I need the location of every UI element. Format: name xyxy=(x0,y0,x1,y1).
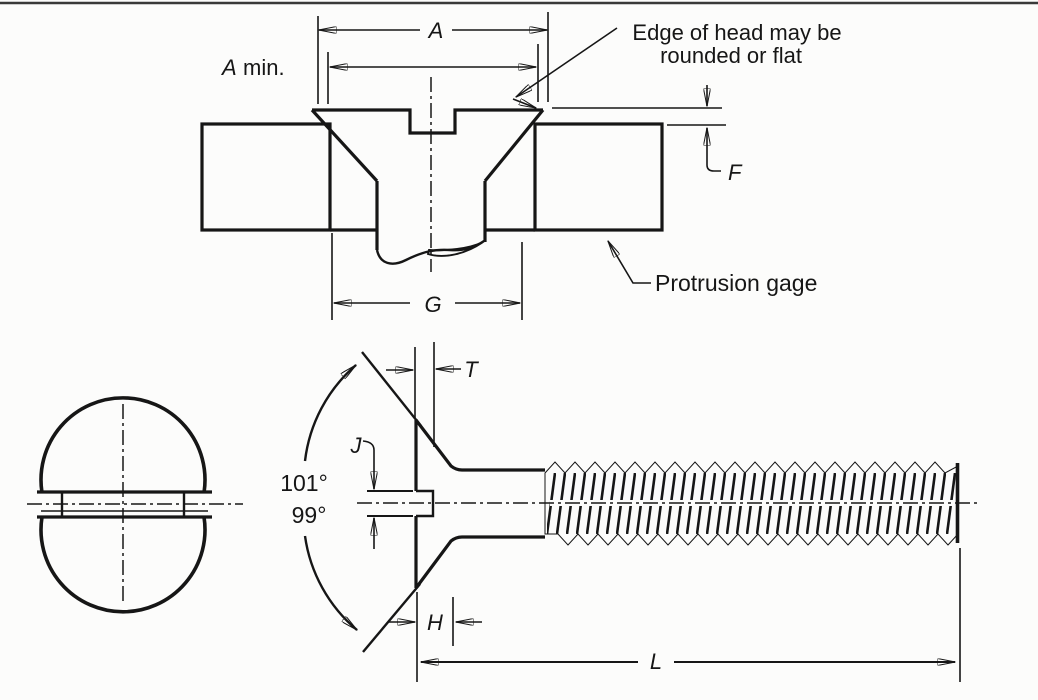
dim-F: F xyxy=(552,85,743,185)
head-cone-left xyxy=(310,108,379,183)
dim-F-label: F xyxy=(728,160,743,185)
angle-extension-bottom xyxy=(362,583,421,653)
gage-note-label: Protrusion gage xyxy=(655,270,817,296)
dim-T: T xyxy=(386,342,479,447)
cone-bottom-and-shank-bottom xyxy=(414,535,545,589)
head-outline-bottom-arc xyxy=(39,516,207,614)
dim-G-label: G xyxy=(424,292,441,317)
edge-note-line1: Edge of head may be xyxy=(632,20,841,45)
break-hatch-sliver xyxy=(426,241,484,257)
dim-head-angle: 101° 99° xyxy=(280,351,422,653)
dim-G: G xyxy=(331,233,523,320)
edge-note-line2: rounded or flat xyxy=(660,43,802,68)
dim-J: J xyxy=(350,433,413,549)
gage-block-left xyxy=(200,122,332,232)
protrusion-gage-note: Protrusion gage xyxy=(608,241,817,296)
angle-extension-top xyxy=(361,351,422,427)
dim-H: H xyxy=(388,592,482,682)
dim-A-min-label-suffix: min. xyxy=(243,55,285,80)
slot-notch xyxy=(416,489,435,518)
dim-H-label: H xyxy=(427,610,443,635)
cone-top-and-shank-top xyxy=(414,419,545,472)
head-outline-top-arc xyxy=(39,396,207,493)
angle-upper-label: 101° xyxy=(280,470,328,496)
dim-T-label: T xyxy=(464,357,479,382)
screw-front-view xyxy=(27,396,243,614)
head-cross-section xyxy=(310,108,545,265)
angle-lower-label: 99° xyxy=(292,502,327,528)
dim-L-label: L xyxy=(650,649,662,674)
head-cone-right xyxy=(483,108,545,183)
protrusion-gage-view: A A min. F G xyxy=(200,12,842,320)
dim-A-min-label-prefix: A xyxy=(220,55,237,80)
head-top-surface-with-slot xyxy=(312,108,543,135)
dim-L: L xyxy=(421,548,961,682)
edge-of-head-note: Edge of head may be rounded or flat xyxy=(512,20,842,109)
dim-A-min: A min. xyxy=(220,44,539,104)
dim-J-label: J xyxy=(350,433,363,458)
dim-A: A xyxy=(317,12,549,104)
screw-side-view: 101° 99° T J H xyxy=(280,342,977,682)
gage-block-right xyxy=(533,122,664,232)
dim-A-label: A xyxy=(427,18,444,43)
